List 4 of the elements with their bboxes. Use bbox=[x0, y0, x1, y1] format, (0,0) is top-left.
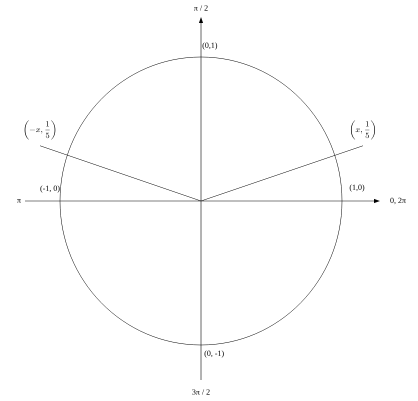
point-label: $\left(-x,\frac{1}{5}\right)$ bbox=[24, 120, 56, 140]
leader-line bbox=[40, 146, 202, 202]
leader-line bbox=[200, 146, 364, 202]
point-label: $\left(x,\frac{1}{5}\right)$ bbox=[350, 120, 376, 140]
